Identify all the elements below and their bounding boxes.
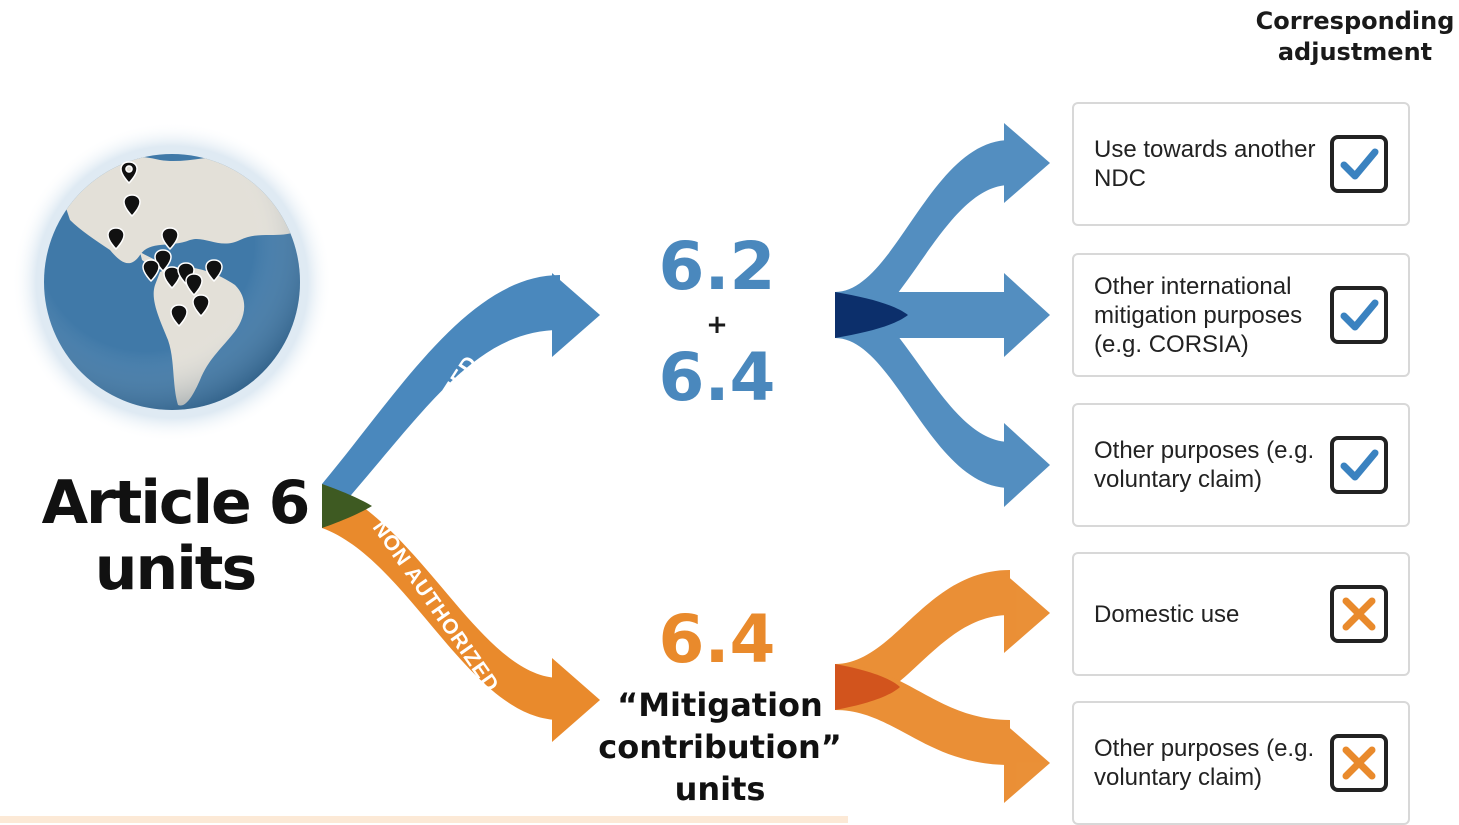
non-authorized-arrow: [322, 484, 600, 742]
use-card-text: Other purposes (e.g. voluntary claim): [1094, 735, 1315, 791]
use-card-other-purposes-non-authorized: Other purposes (e.g. voluntary claim): [1072, 701, 1410, 825]
title-line2: units: [94, 534, 257, 604]
check-icon: [1330, 436, 1388, 494]
cross-icon: [1330, 734, 1388, 792]
mitigation-line1: “Mitigation: [617, 686, 823, 724]
node-6-4-authorized: 6.4: [658, 339, 776, 416]
authorized-arrow: [322, 273, 600, 528]
corresponding-adjustment-header: Corresponding adjustment: [1240, 6, 1459, 68]
use-card-other-purposes-authorized: Other purposes (e.g. voluntary claim): [1072, 403, 1410, 527]
mitigation-line2: contribution”: [598, 728, 842, 766]
map-pin-icon: [107, 161, 223, 328]
node-6-4-mitigation: 6.4: [658, 601, 776, 678]
lower-fan-overlap: [835, 664, 900, 710]
use-card-text: Domestic use: [1094, 600, 1240, 628]
plus-sign: +: [706, 310, 728, 340]
header-line1: Corresponding: [1255, 7, 1455, 35]
use-card-text: Use towards another NDC: [1094, 136, 1316, 192]
header-line2: adjustment: [1277, 38, 1433, 66]
check-icon: [1330, 135, 1388, 193]
mitigation-contribution-label: “Mitigation contribution” units: [585, 684, 855, 810]
check-icon: [1330, 286, 1388, 344]
node-6-2: 6.2: [658, 228, 776, 305]
use-card-domestic-use: Domestic use: [1072, 552, 1410, 676]
non-authorized-label: NON AUTHORIZED: [368, 517, 504, 697]
upper-fan-overlap: [835, 292, 908, 338]
use-card-text: Other purposes (e.g. voluntary claim): [1094, 437, 1315, 493]
cross-icon: [1330, 585, 1388, 643]
use-card-another-ndc: Use towards another NDC: [1072, 102, 1410, 226]
mitigation-line3: units: [674, 770, 766, 808]
branch-junction: [322, 484, 372, 528]
use-card-international-mitigation: Other international mitigation purposes …: [1072, 253, 1410, 377]
use-card-text: Other international mitigation purposes …: [1094, 272, 1303, 358]
title: Article 6 units: [30, 470, 320, 602]
bottom-bar: [0, 816, 848, 823]
title-line1: Article 6: [41, 468, 311, 538]
